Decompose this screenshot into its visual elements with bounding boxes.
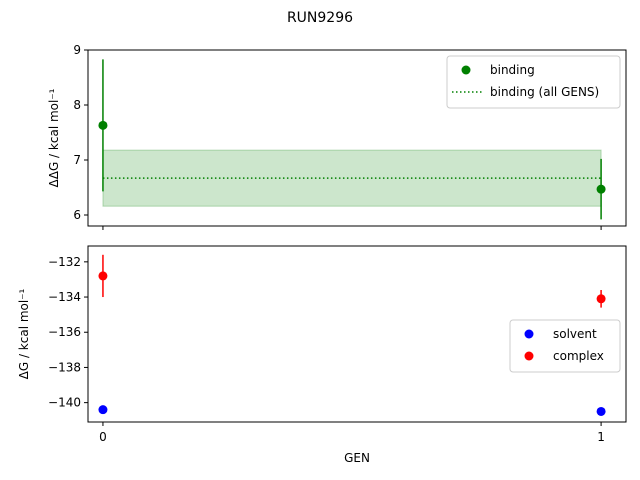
legend-marker bbox=[524, 329, 534, 339]
y-tick-label: 7 bbox=[73, 153, 81, 167]
y-tick-label: 9 bbox=[73, 43, 81, 57]
y-tick-label: −136 bbox=[48, 325, 81, 339]
legend-box bbox=[509, 319, 621, 373]
y-tick-label: −140 bbox=[48, 396, 81, 410]
data-point bbox=[98, 120, 108, 130]
y-tick-label: 6 bbox=[73, 208, 81, 222]
figure-title: RUN9296 bbox=[287, 10, 353, 26]
bottom-ylabel: ΔG / kcal mol⁻¹ bbox=[17, 288, 31, 379]
data-point bbox=[596, 184, 606, 194]
y-tick-label: −132 bbox=[48, 255, 81, 269]
x-tick-label: 1 bbox=[597, 430, 605, 444]
bottom-xlabel: GEN bbox=[344, 451, 370, 465]
x-tick-label: 0 bbox=[99, 430, 107, 444]
data-point bbox=[98, 405, 108, 415]
y-tick-label: −138 bbox=[48, 360, 81, 374]
data-point bbox=[98, 271, 108, 281]
legend-label: complex bbox=[553, 349, 604, 363]
axes-frame bbox=[87, 49, 627, 227]
legend-label: binding bbox=[490, 63, 535, 77]
legend-box bbox=[446, 55, 621, 109]
top-ylabel: ΔΔG / kcal mol⁻¹ bbox=[47, 88, 61, 187]
legend: solvent complex bbox=[509, 319, 621, 373]
data-point bbox=[596, 406, 606, 416]
data-point bbox=[596, 294, 606, 304]
top-panel: ΔΔG / kcal mol⁻¹ 6 7 8 9 binding binding (all… bbox=[47, 43, 627, 230]
legend-label: binding (all GENS) bbox=[490, 85, 599, 99]
bottom-panel: ΔG / kcal mol⁻¹ GEN −132 −134 −136 −138 −140… bbox=[17, 245, 627, 465]
y-tick-label: 8 bbox=[73, 98, 81, 112]
legend-marker bbox=[524, 351, 534, 361]
legend-marker bbox=[461, 65, 471, 75]
legend: binding binding (all GENS) bbox=[446, 55, 621, 109]
legend-label: solvent bbox=[553, 327, 597, 341]
y-tick-label: −134 bbox=[48, 290, 81, 304]
axes-frame bbox=[87, 245, 627, 423]
